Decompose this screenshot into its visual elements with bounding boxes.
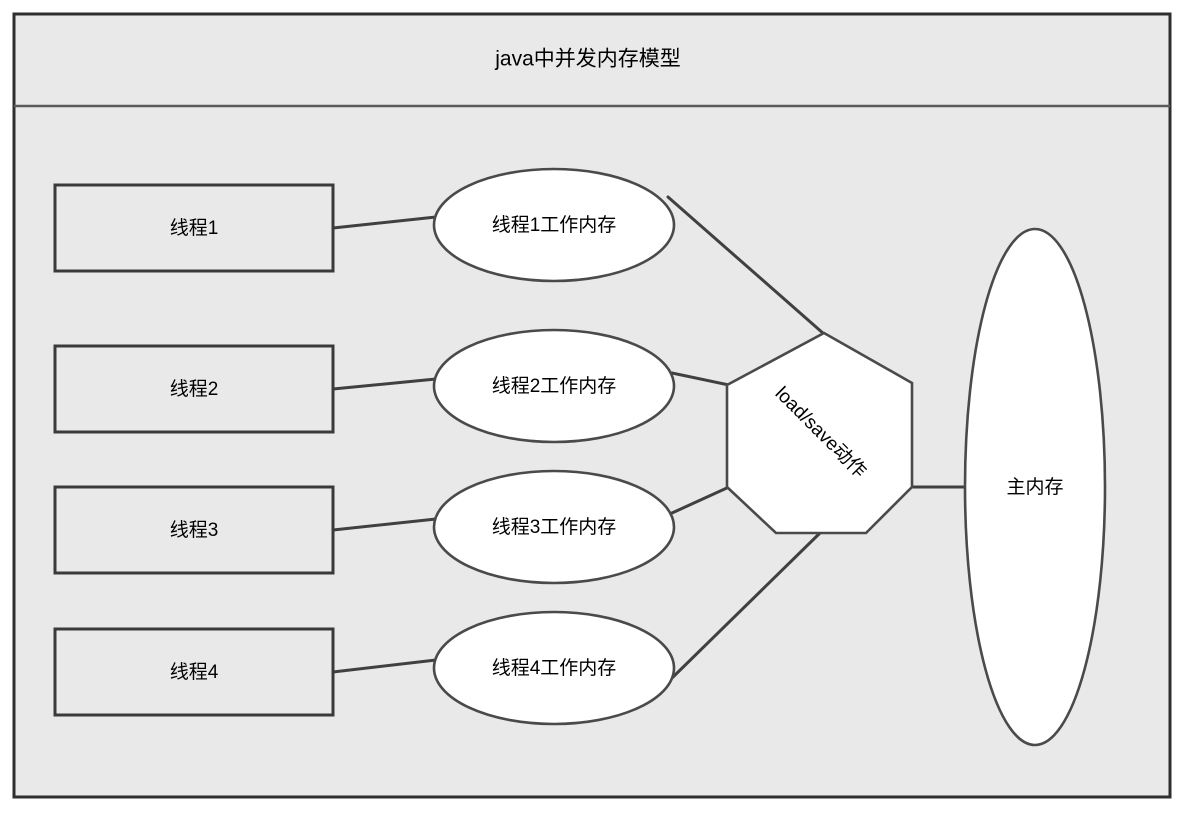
thread-node-3[interactable]: 线程3: [53, 485, 335, 575]
working-memory-label-4: 线程4工作内存: [492, 657, 617, 679]
thread-box-label-4: 线程4: [170, 661, 219, 683]
working-memory-label-3: 线程3工作内存: [492, 516, 617, 538]
connector-thread4-to-memory4: [331, 658, 438, 674]
working-memory-ellipse-4[interactable]: [432, 610, 676, 726]
working-memory-ellipse-1[interactable]: [432, 167, 676, 283]
thread-node-2[interactable]: 线程2: [53, 344, 335, 434]
thread-box-label-3: 线程3: [170, 519, 219, 541]
thread-box-1[interactable]: [53, 183, 335, 273]
working-memory-node-3[interactable]: 线程3工作内存: [432, 469, 676, 585]
working-memory-node-2[interactable]: 线程2工作内存: [432, 328, 676, 444]
main-memory-ellipse[interactable]: [963, 227, 1107, 747]
thread-box-4[interactable]: [53, 627, 335, 717]
page-title: java中并发内存模型: [494, 48, 681, 71]
thread-box-label-2: 线程2: [170, 378, 219, 400]
connector-memory4-to-hexagon: [670, 531, 822, 680]
working-memory-ellipse-2[interactable]: [432, 328, 676, 444]
thread-box-3[interactable]: [53, 485, 335, 575]
thread-box-2[interactable]: [53, 344, 335, 434]
working-memory-label-2: 线程2工作内存: [492, 375, 617, 397]
load-save-hexagon[interactable]: [725, 331, 914, 535]
connector-memory1-to-hexagon: [666, 195, 826, 336]
connector-memory2-to-hexagon: [670, 371, 731, 387]
working-memory-label-1: 线程1工作内存: [492, 214, 617, 236]
working-memory-node-1[interactable]: 线程1工作内存: [432, 167, 676, 283]
working-memory-node-4[interactable]: 线程4工作内存: [432, 610, 676, 726]
working-memory-ellipse-3[interactable]: [432, 469, 676, 585]
thread-box-label-1: 线程1: [170, 217, 219, 239]
connector-memory3-to-hexagon: [670, 485, 731, 515]
thread-node-1[interactable]: 线程1: [53, 183, 335, 273]
connector-thread3-to-memory3: [331, 517, 438, 532]
main-memory-label: 主内存: [1006, 476, 1063, 498]
connector-thread1-to-memory1: [331, 215, 438, 230]
connector-thread2-to-memory2: [331, 377, 438, 391]
thread-node-4[interactable]: 线程4: [53, 627, 335, 717]
main-memory-node[interactable]: 主内存: [963, 227, 1107, 747]
load-save-node[interactable]: load/save动作: [725, 331, 914, 535]
